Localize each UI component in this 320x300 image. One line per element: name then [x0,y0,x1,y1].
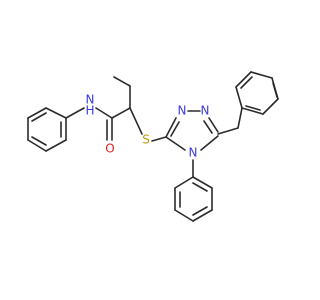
bond-double-inner [31,112,47,122]
bond-double-inner [240,76,253,89]
bond [45,107,67,119]
molecule-svg: N H O S N N N [27,71,279,222]
bond-ch-to-s [129,107,143,135]
bond-double-inner [203,120,213,134]
bond-double-inner [170,121,180,137]
bond-double-inner [272,82,278,98]
bond [174,209,194,222]
bond [262,98,279,115]
phenyl-ring-n4 [174,176,213,222]
bond [241,107,264,115]
bond-ring-to-nh [65,107,85,119]
atom-label-n-triazole-4: N [189,146,198,160]
phenyl-ring-anilide [27,107,67,152]
bond-s-to-triazole [151,136,167,142]
bond [235,71,252,88]
atom-label-o-carbonyl: O [105,142,114,156]
bond [235,86,243,109]
bond [192,209,213,222]
bond [27,139,47,152]
triazole-ring [165,110,219,151]
bond [200,135,219,151]
atom-label-h-amide: H [85,104,94,118]
bond-c5-to-ch2 [217,127,239,135]
bond-double-inner [192,206,208,216]
bond [165,136,186,151]
bond [45,139,67,152]
bond-double-inner [245,105,261,111]
atom-label-n-triazole-1: N [178,104,187,118]
atom-label-n-amide: N [86,93,95,107]
bond [27,107,47,119]
bond-carbonyl-to-ch [111,107,131,119]
bond-nh-to-carbonyl [95,107,113,119]
bond [208,117,219,133]
molecule-structure-diagram: N H O S N N N [27,71,279,222]
phenyl-ring-benzyl [235,71,279,115]
bond [174,176,194,189]
bond-double-inner [192,182,208,192]
atom-label-n-triazole-2: N [201,104,210,118]
bond-ethyl [113,76,131,87]
bond [165,117,177,138]
atom-label-s: S [142,133,150,147]
bond [250,71,273,79]
bond-double-inner [31,136,47,146]
bond [192,176,213,189]
bond-ch2-to-ring [237,107,243,129]
